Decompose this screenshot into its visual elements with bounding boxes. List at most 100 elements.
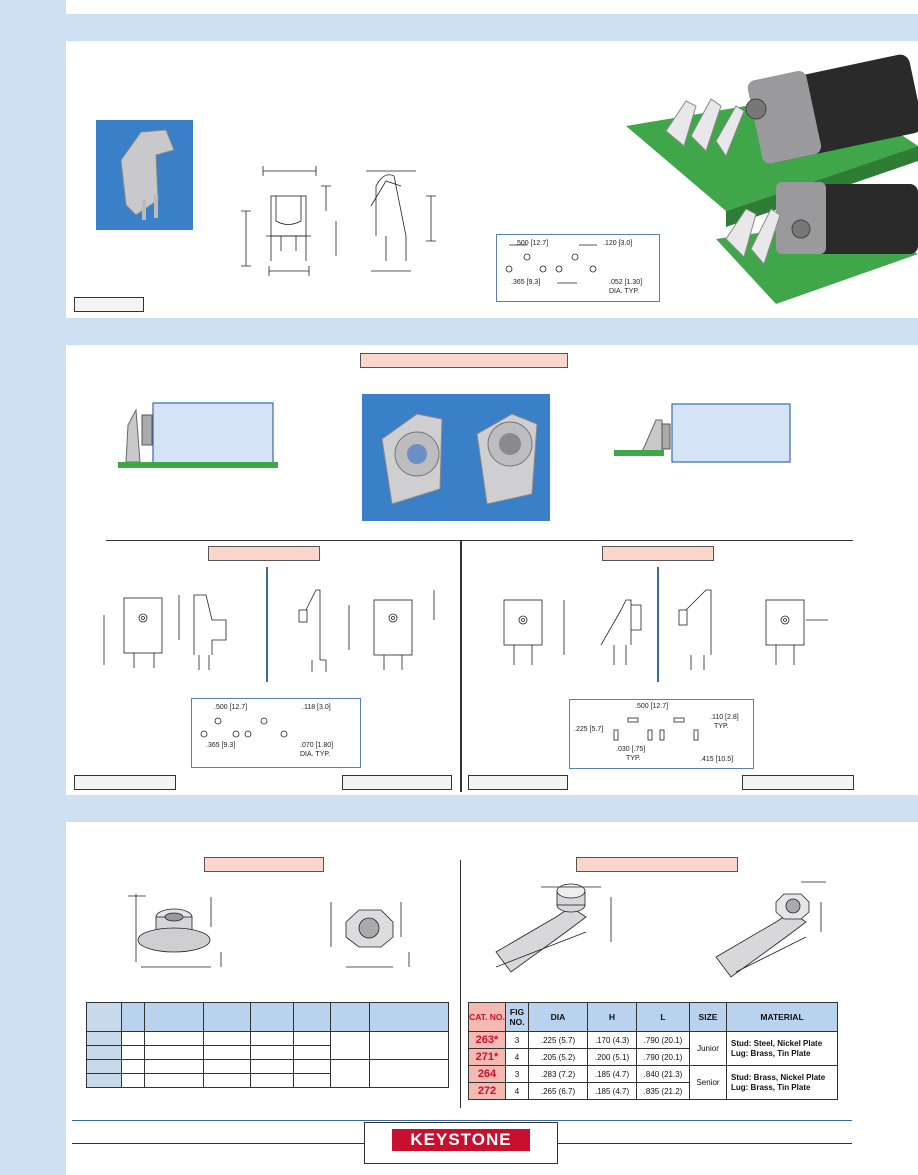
- left-footprint-spacing: .500 [12.7]: [214, 704, 248, 711]
- col-cat-no: CAT. NO.: [468, 1002, 506, 1032]
- keystone-logo: KEYSTONE: [392, 1129, 530, 1151]
- right-fig-title-box: [602, 546, 714, 561]
- cat-no: 272: [468, 1082, 506, 1100]
- left-fig-title-box: [208, 546, 320, 561]
- stud-drawing-fig3: [128, 894, 222, 968]
- material-junior-stud: Stud: Steel, Nickel Plate: [731, 1038, 823, 1048]
- col-size: SIZE: [689, 1002, 727, 1032]
- table-row: 263* 3 .225 (5.7) .170 (4.3) .790 (20.1)…: [468, 1031, 838, 1066]
- lug-drawing-fig3: [495, 883, 612, 973]
- col-material: MATERIAL: [726, 1002, 838, 1032]
- size-senior: Senior: [689, 1065, 727, 1100]
- col-fig-no: FIG NO.: [505, 1002, 529, 1032]
- label-box-4: [742, 775, 854, 790]
- holder-photo: [362, 394, 550, 521]
- section-2-panel: .500 [12.7] .118 [3.0] .365 [9.3] .070 […: [66, 345, 918, 795]
- l-value: .835 (21.2): [636, 1082, 690, 1100]
- h-value: .170 (4.3): [587, 1031, 637, 1049]
- holder-photo-illustration: [381, 413, 538, 505]
- left-sub-divider: [266, 567, 268, 682]
- cat-no: 263*: [468, 1031, 506, 1049]
- material-senior: Stud: Brass, Nickel Plate Lug: Brass, Ti…: [726, 1065, 838, 1100]
- right-footprint-box: .500 [12.7] .225 [5.7] .110 [2.8] TYP. .…: [569, 699, 754, 769]
- stud-drawing-fig4: [330, 902, 410, 968]
- footprint-hole: .052 [1.30]: [609, 279, 643, 286]
- left-footprint-holes: [200, 717, 288, 738]
- section-1-panel: .500 [12.7] .120 [3.0] .365 [9.3] .052 […: [66, 41, 918, 318]
- label-box-3: [468, 775, 568, 790]
- material-senior-stud: Stud: Brass, Nickel Plate: [731, 1072, 826, 1082]
- holder-side-diagram-right: [614, 403, 791, 463]
- right-sub-divider: [657, 567, 659, 682]
- left-footprint-hole: .070 [1.80]: [300, 742, 334, 749]
- section-2-divider: [460, 540, 462, 792]
- footprint-holes: [505, 244, 597, 284]
- size-junior: Junior: [689, 1031, 727, 1066]
- dia-value: .283 (7.2): [528, 1065, 588, 1083]
- fig1-footprint-box: .500 [12.7] .120 [3.0] .365 [9.3] .052 […: [496, 234, 660, 302]
- col-dia: DIA: [528, 1002, 588, 1032]
- col-h: H: [587, 1002, 637, 1032]
- section-3-panel: CAT. NO. FIG NO. DIA H L SIZE MATERIAL 2…: [66, 822, 918, 1175]
- cat-no: 264: [468, 1065, 506, 1083]
- section-2-title-box: [360, 353, 568, 368]
- clip-illustration: [120, 129, 175, 220]
- clip-photo: [96, 120, 193, 230]
- table-row: 271* 4 .205 (5.2) .200 (5.1) .790 (20.1): [468, 1048, 838, 1066]
- left-footprint-row: .365 [9.3]: [206, 742, 236, 749]
- logo-box: KEYSTONE: [364, 1122, 558, 1164]
- footprint-hole-note: DIA. TYP.: [609, 288, 640, 295]
- right-spec-table: CAT. NO. FIG NO. DIA H L SIZE MATERIAL 2…: [468, 1002, 838, 1100]
- fig1-front-drawing: [241, 166, 337, 276]
- left-footprint-hole-note: DIA. TYP.: [300, 751, 331, 758]
- holder-side-diagram-left: [118, 402, 278, 468]
- lug-title-box: [576, 857, 738, 872]
- dia-value: .265 (6.7): [528, 1082, 588, 1100]
- fig-no: 3: [505, 1031, 529, 1049]
- material-senior-lug: Lug: Brass, Tin Plate: [731, 1082, 811, 1092]
- left-holder-drawings: [103, 589, 435, 672]
- dia-value: .225 (5.7): [528, 1031, 588, 1049]
- h-value: .185 (4.7): [587, 1082, 637, 1100]
- label-box-1: [74, 775, 176, 790]
- right-footprint-width: .030 [.75]: [616, 746, 646, 753]
- label-box-2: [342, 775, 452, 790]
- right-holder-drawings: [503, 589, 828, 670]
- top-band: [66, 0, 918, 14]
- l-value: .790 (20.1): [636, 1031, 690, 1049]
- right-footprint-slots: [613, 717, 699, 741]
- right-footprint-slot: .110 [2.8]: [710, 714, 739, 721]
- l-value: .790 (20.1): [636, 1048, 690, 1066]
- fig-no: 4: [505, 1048, 529, 1066]
- footprint-pin: .120 [3.0]: [603, 240, 633, 247]
- battery-holder-photo-small: [716, 182, 918, 304]
- footprint-spacing: .500 [12.7]: [515, 240, 549, 247]
- h-value: .200 (5.1): [587, 1048, 637, 1066]
- section-3-divider: [460, 860, 461, 1108]
- right-footprint-spacing: .500 [12.7]: [635, 703, 669, 710]
- col-l: L: [636, 1002, 690, 1032]
- right-footprint-row: .415 [10.5]: [700, 756, 734, 763]
- fig-no: 4: [505, 1082, 529, 1100]
- table-row: 272 4 .265 (6.7) .185 (4.7) .835 (21.2): [468, 1082, 838, 1100]
- left-footprint-pin: .118 [3.0]: [302, 704, 331, 711]
- table-row: 264 3 .283 (7.2) .185 (4.7) .840 (21.3) …: [468, 1065, 838, 1100]
- stud-title-box: [204, 857, 324, 872]
- lug-drawing-fig4: [715, 881, 826, 978]
- fig1-side-drawing: [366, 170, 436, 272]
- fig-no: 3: [505, 1065, 529, 1083]
- footer-rule-top: [72, 1120, 852, 1121]
- left-spec-table: [86, 1002, 449, 1088]
- l-value: .840 (21.3): [636, 1065, 690, 1083]
- cat-no: 271*: [468, 1048, 506, 1066]
- material-junior-lug: Lug: Brass, Tin Plate: [731, 1048, 811, 1058]
- fig1-label-box: [74, 297, 144, 312]
- h-value: .185 (4.7): [587, 1065, 637, 1083]
- section-2-rule: [106, 540, 853, 541]
- right-footprint-width-note: TYP.: [626, 755, 641, 762]
- material-junior: Stud: Steel, Nickel Plate Lug: Brass, Ti…: [726, 1031, 838, 1066]
- footprint-row: .365 [9.3]: [511, 279, 541, 286]
- left-margin-strip: [0, 0, 66, 1175]
- right-footprint-slot-note: TYP.: [714, 723, 729, 730]
- right-footprint-height: .225 [5.7]: [574, 726, 604, 733]
